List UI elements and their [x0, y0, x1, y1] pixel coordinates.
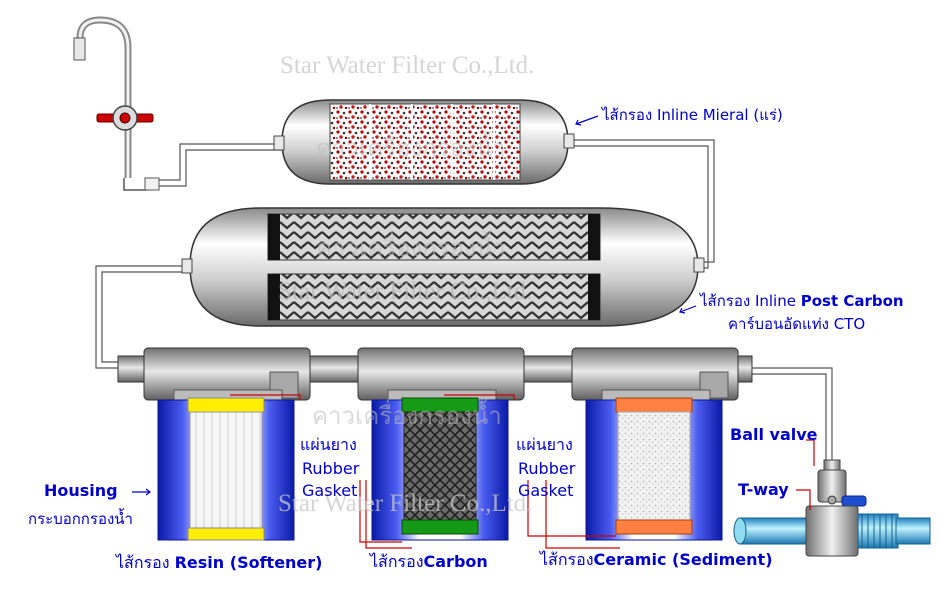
label-ball-valve: Ball valve: [730, 425, 818, 444]
watermark-company-mid: Star Water Filter Co.,Ltd.: [278, 278, 533, 305]
leader-lines: [230, 394, 815, 549]
housing-resin: [157, 397, 295, 541]
watermark-thai-3: คาวเครื่องกรองน้ำ: [312, 402, 502, 430]
ball-valve: [817, 459, 867, 507]
manifold: [117, 347, 753, 403]
label-post-carbon-bold: Post Carbon: [800, 292, 904, 310]
label-gasket-2-thai: แผ่นยาง: [516, 435, 573, 454]
label-gasket-2-en-1: Rubber: [518, 459, 576, 478]
label-resin: ไส้กรอง Resin (Softener): [116, 554, 322, 572]
label-gasket-1-thai: แผ่นยาง: [300, 435, 357, 454]
label-carbon: ไส้กรองCarbon: [370, 553, 488, 571]
label-housing-thai: กระบอกกรองน้ำ: [28, 510, 133, 528]
label-carbon-bold: Carbon: [423, 552, 488, 571]
pointer-arrows: [132, 115, 697, 496]
housing-carbon: [371, 397, 509, 541]
tubing: [95, 139, 833, 462]
label-post-carbon-prefix: ไส้กรอง Inline: [700, 292, 801, 310]
label-gasket-1-en-1: Rubber: [302, 459, 360, 478]
watermark-company-bottom: Star Water Filter Co.,Ltd.: [278, 490, 533, 517]
label-gasket-1-en-2: Gasket: [302, 481, 358, 500]
label-resin-prefix: ไส้กรอง: [116, 553, 175, 572]
watermark-thai-2: คาวเครื่องกรองน้ำ: [316, 234, 506, 262]
label-post-carbon-thai: คาร์บอนอัดแท่ง CTO: [728, 315, 866, 333]
label-ceramic-bold: Ceramic (Sediment): [593, 550, 773, 569]
label-carbon-prefix: ไส้กรอง: [370, 552, 424, 571]
label-t-way: T-way: [738, 480, 789, 499]
t-way-fitting: [733, 505, 931, 557]
label-resin-bold: Resin (Softener): [174, 553, 323, 572]
housing-ceramic: [585, 397, 723, 541]
inline-post-carbon-filter: [181, 207, 705, 327]
label-ceramic-prefix: ไส้กรอง: [540, 550, 594, 569]
label-ceramic: ไส้กรองCeramic (Sediment): [540, 551, 773, 569]
faucet-handle: [96, 105, 154, 131]
label-housing: Housing: [44, 481, 118, 500]
label-post-carbon: ไส้กรอง Inline Post Carbon: [700, 292, 904, 310]
label-gasket-2-en-2: Gasket: [518, 481, 574, 500]
watermark-thai-1: คาวเครื่องกรองน้ำ: [316, 134, 506, 162]
faucet: [73, 16, 160, 191]
inline-mineral-filter: [273, 99, 575, 185]
label-mineral: ไส้กรอง Inline Mieral (แร่): [602, 106, 783, 124]
watermark-company-top: Star Water Filter Co.,Ltd.: [280, 52, 535, 79]
